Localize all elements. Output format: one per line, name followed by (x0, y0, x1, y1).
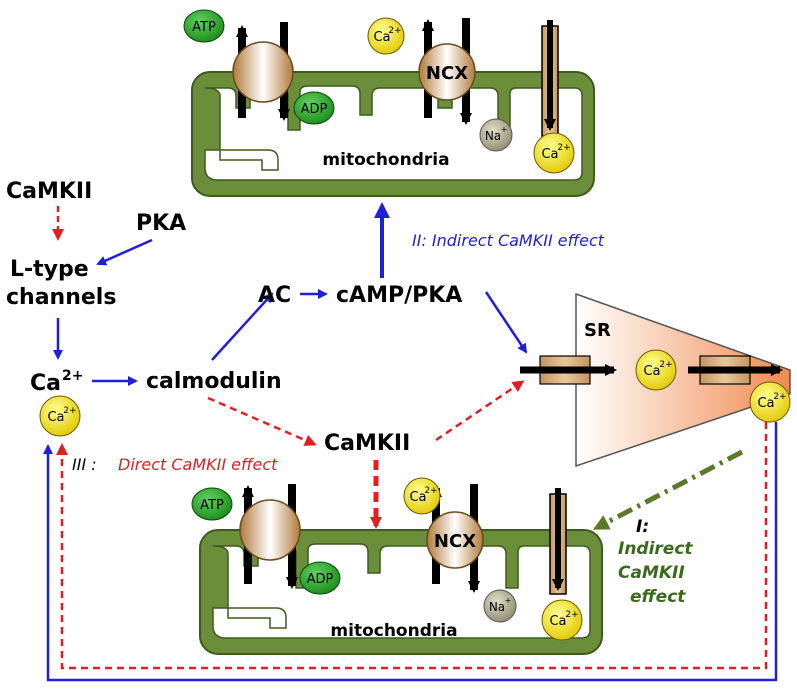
svg-text:ADP: ADP (301, 102, 328, 117)
svg-text:Ca: Ca (549, 614, 566, 629)
ncx-label: NCX (426, 63, 468, 84)
ac-label: AC (258, 283, 291, 308)
svg-text:II: Indirect CaMKII effect: II: Indirect CaMKII effect (412, 231, 605, 250)
sarcoplasmic-reticulum: SR Ca 2+ Ca 2+ (520, 292, 791, 468)
ncx-top: NCX Ca 2+ Na + (367, 17, 513, 152)
ca-badge: Ca 2+ (541, 599, 583, 641)
atp-synthase-top: ATP ADP (183, 9, 335, 125)
svg-text:Indirect: Indirect (618, 539, 693, 559)
atp-synthase-circle (239, 499, 301, 561)
svg-text:2+: 2+ (773, 392, 786, 402)
atp-badge: ATP (191, 487, 233, 521)
pka-label: PKA (136, 211, 186, 236)
ncx-circle (426, 511, 484, 569)
ca-badge: Ca 2+ (367, 17, 405, 55)
ca-uniporter-bottom: Ca 2+ (541, 488, 583, 641)
ltype-label-line2: channels (6, 285, 116, 310)
svg-text:effect: effect (630, 587, 686, 607)
svg-text:2+: 2+ (424, 486, 437, 496)
camkii-to-sr-arrow (435, 380, 525, 442)
mitochondrion-top: mitochondria (191, 71, 595, 197)
sr-label: SR (584, 320, 611, 341)
svg-text:Ca: Ca (541, 147, 558, 162)
ltype-label-line1: L-type (10, 257, 89, 282)
ca-badge: Ca 2+ (39, 395, 81, 437)
svg-text:I:: I: (636, 517, 649, 537)
effect-iii-label: III : Direct CaMKII effect (72, 455, 278, 474)
sr-triangle (575, 292, 791, 468)
camp-pka-label: cAMP/PKA (336, 283, 462, 308)
ca-uniporter-top: Ca 2+ (533, 20, 575, 174)
mito-label: mitochondria (330, 621, 457, 641)
atp-badge: ATP (183, 9, 225, 43)
svg-text:Ca: Ca (757, 396, 774, 411)
ca-badge: Ca 2+ (403, 477, 441, 515)
svg-text:2+: 2+ (659, 360, 672, 370)
svg-text:Ca: Ca (409, 490, 426, 505)
svg-text:Ca: Ca (47, 410, 64, 425)
calmodulin-to-camkii-arrow (207, 396, 317, 446)
adp-badge: ADP (293, 91, 335, 125)
atp-synthase-bottom: ATP ADP (191, 484, 341, 595)
svg-text:+: + (501, 125, 508, 134)
svg-text:Direct CaMKII effect: Direct CaMKII effect (118, 455, 278, 474)
feedback-red-loop (56, 422, 768, 670)
svg-text:ATP: ATP (192, 20, 216, 35)
svg-text:ATP: ATP (200, 498, 224, 513)
ca-free-label: Ca 2+ (30, 368, 83, 396)
feedback-blue-loop (43, 422, 778, 682)
camkii-left-label: CaMKII (6, 179, 92, 204)
svg-text:Ca: Ca (30, 371, 61, 396)
calmodulin-label: calmodulin (146, 369, 282, 394)
svg-text:Ca: Ca (643, 364, 660, 379)
ncx-label: NCX (434, 531, 476, 552)
ncx-bottom: NCX Ca 2+ Na + (403, 477, 517, 623)
svg-text:2+: 2+ (565, 610, 578, 620)
camp-to-sr-arrow (484, 291, 528, 354)
pka-to-ltype-arrow (96, 238, 153, 266)
calmodulin-to-ac-arrow (211, 292, 274, 361)
svg-text:Ca: Ca (373, 30, 390, 45)
svg-text:III :: III : (72, 455, 97, 474)
na-badge: Na + (483, 589, 517, 623)
svg-text:CaMKII: CaMKII (618, 563, 685, 583)
svg-text:2+: 2+ (388, 26, 401, 36)
svg-text:2+: 2+ (62, 368, 83, 384)
na-badge: Na + (479, 118, 513, 152)
ca-badge: Ca 2+ (533, 132, 575, 174)
effect-ii-label: II: Indirect CaMKII effect (412, 231, 605, 250)
adp-badge: ADP (299, 561, 341, 595)
mito-label: mitochondria (322, 150, 449, 170)
svg-text:Na: Na (485, 129, 501, 143)
effect-i-label: I: Indirect CaMKII effect (618, 517, 693, 607)
svg-text:2+: 2+ (557, 143, 570, 153)
svg-text:+: + (505, 596, 512, 605)
atp-synthase-circle (232, 41, 294, 103)
ca-badge: Ca 2+ (635, 349, 677, 391)
ca-badge: Ca 2+ (749, 381, 791, 423)
ncx-circle (418, 43, 476, 101)
svg-text:Na: Na (489, 600, 505, 614)
svg-text:2+: 2+ (63, 406, 76, 416)
camkii-center-label: CaMKII (324, 431, 410, 456)
svg-text:ADP: ADP (307, 572, 334, 587)
sr-to-mito-indirect-arrow (592, 449, 744, 530)
